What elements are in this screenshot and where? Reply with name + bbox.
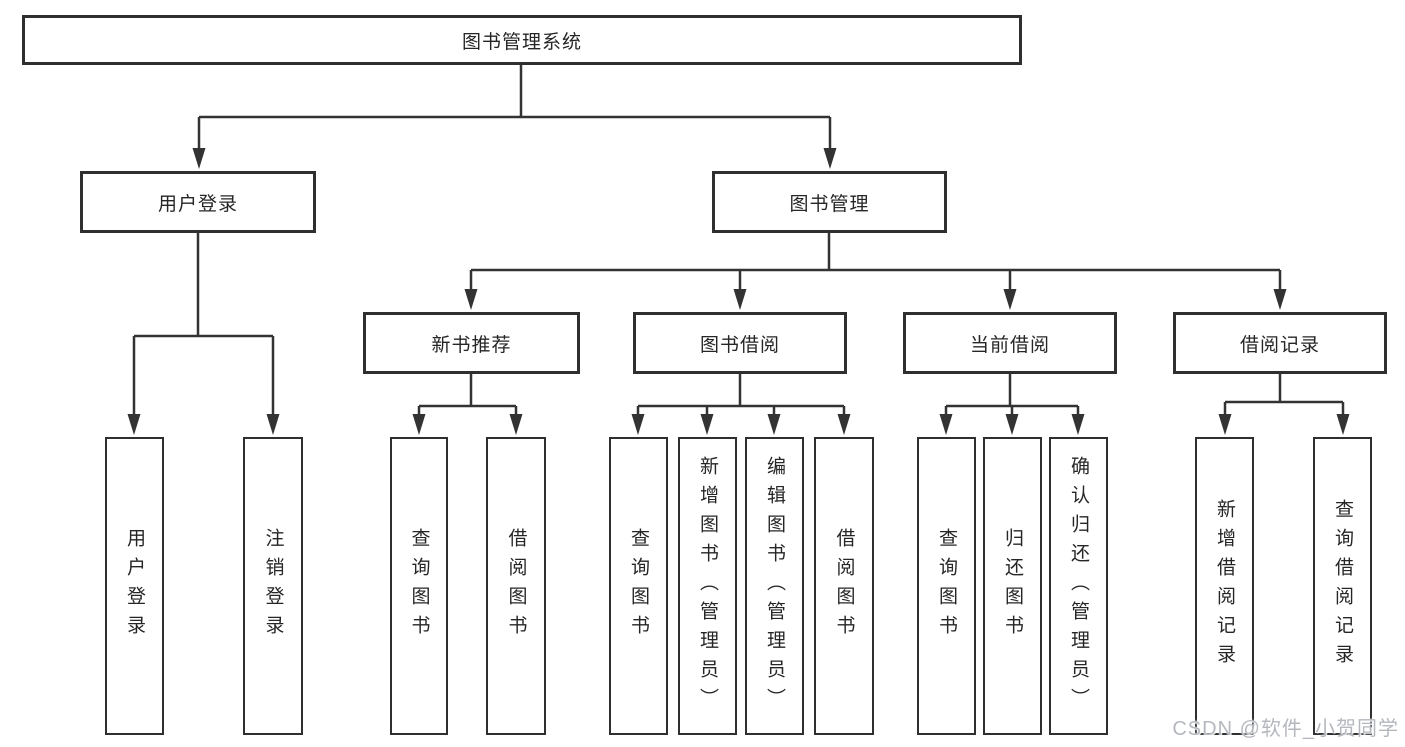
node-book-borrow: 图书借阅 xyxy=(633,312,847,374)
leaf-query-books-2: 查询图书 xyxy=(609,437,668,735)
node-current-borrow-label: 当前借阅 xyxy=(969,334,1050,356)
leaf-confirm-return-admin-label: 确认归还（管理员） xyxy=(1068,455,1089,717)
leaf-query-borrow-record: 查询借阅记录 xyxy=(1313,437,1372,735)
leaf-user-login: 用户登录 xyxy=(105,437,164,735)
leaf-add-books-admin-label: 新增图书（管理员） xyxy=(697,455,718,717)
leaf-add-borrow-record-label: 新增借阅记录 xyxy=(1214,499,1235,673)
leaf-query-books-3: 查询图书 xyxy=(917,437,976,735)
leaf-borrow-books-2: 借阅图书 xyxy=(814,437,874,735)
node-root: 图书管理系统 xyxy=(22,15,1022,65)
leaf-confirm-return-admin: 确认归还（管理员） xyxy=(1049,437,1108,735)
csdn-watermark: CSDN @软件_小贺同学 xyxy=(1172,718,1399,740)
leaf-logout-label: 注销登录 xyxy=(262,528,284,644)
node-book-borrow-label: 图书借阅 xyxy=(699,334,780,356)
leaf-query-borrow-record-label: 查询借阅记录 xyxy=(1332,499,1353,673)
node-new-book-recommend-label: 新书推荐 xyxy=(431,334,512,356)
leaf-borrow-books-1: 借阅图书 xyxy=(486,437,546,735)
arrowheads xyxy=(127,148,1350,435)
leaf-add-borrow-record: 新增借阅记录 xyxy=(1195,437,1254,735)
node-current-borrow: 当前借阅 xyxy=(903,312,1117,374)
node-user-login: 用户登录 xyxy=(80,171,316,233)
leaf-query-books-1-label: 查询图书 xyxy=(408,528,430,644)
leaf-edit-books-admin-label: 编辑图书（管理员） xyxy=(764,455,785,717)
leaf-logout: 注销登录 xyxy=(243,437,303,735)
leaf-return-books: 归还图书 xyxy=(983,437,1042,735)
leaf-return-books-label: 归还图书 xyxy=(1002,528,1023,644)
node-book-management-label: 图书管理 xyxy=(789,193,870,215)
leaf-borrow-books-1-label: 借阅图书 xyxy=(505,528,527,644)
leaf-edit-books-admin: 编辑图书（管理员） xyxy=(745,437,804,735)
node-borrow-records: 借阅记录 xyxy=(1173,312,1387,374)
leaf-add-books-admin: 新增图书（管理员） xyxy=(678,437,737,735)
leaf-query-books-1: 查询图书 xyxy=(390,437,448,735)
leaf-query-books-3-label: 查询图书 xyxy=(936,528,957,644)
leaf-borrow-books-2-label: 借阅图书 xyxy=(833,528,855,644)
leaf-user-login-label: 用户登录 xyxy=(124,528,145,644)
node-book-management: 图书管理 xyxy=(712,171,947,233)
node-borrow-records-label: 借阅记录 xyxy=(1239,334,1320,356)
node-user-login-label: 用户登录 xyxy=(157,193,238,215)
leaf-query-books-2-label: 查询图书 xyxy=(628,528,649,644)
node-new-book-recommend: 新书推荐 xyxy=(363,312,580,374)
node-root-label: 图书管理系统 xyxy=(461,31,582,53)
